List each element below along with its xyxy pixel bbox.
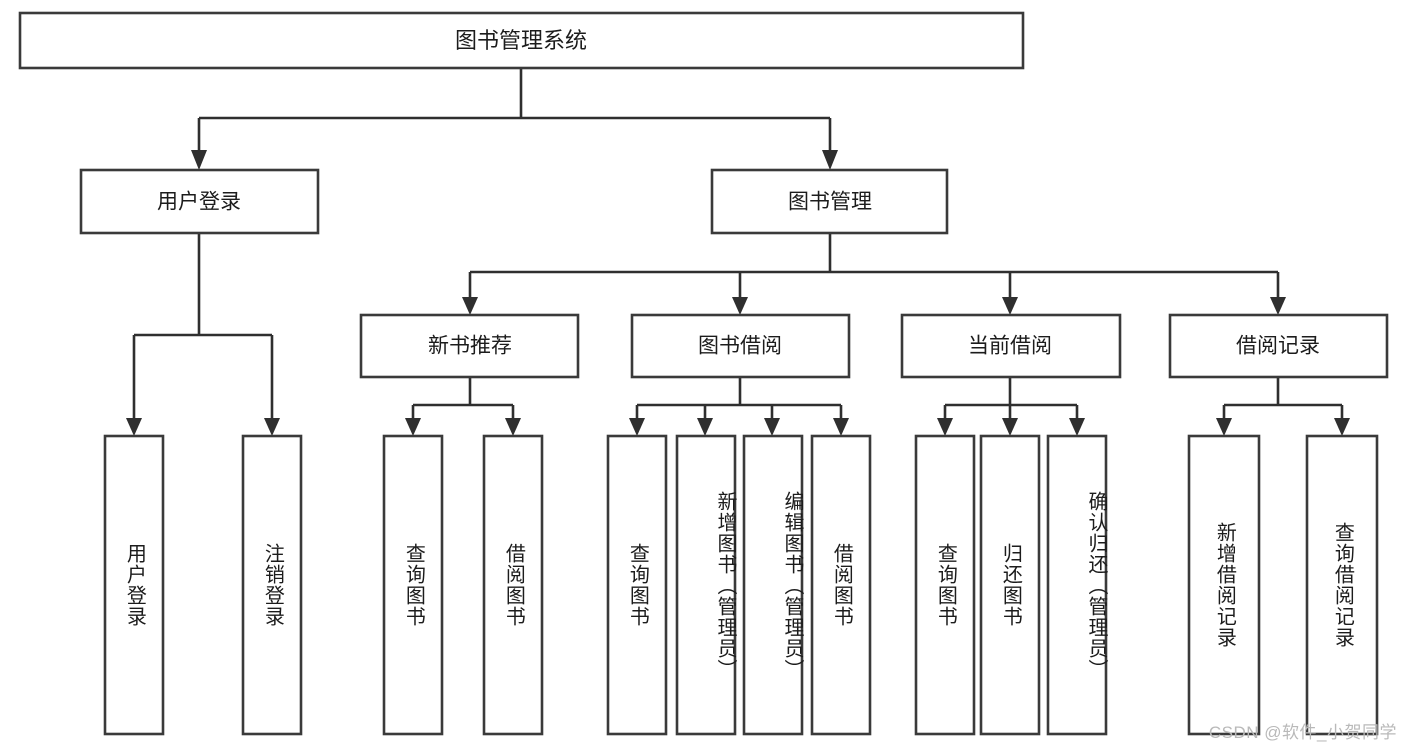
leaf-boxes	[103, 434, 1379, 736]
arrow-head-borrow-leaf-3	[764, 418, 780, 436]
arrow-head-borrow	[732, 297, 748, 315]
node-user-login[interactable]: 用户登录	[79, 168, 320, 235]
arrow-head-record-leaf-2	[1334, 418, 1350, 436]
node-root-label: 图书管理系统	[455, 28, 587, 53]
csdn-watermark: CSDN @软件_小贺同学	[1208, 723, 1397, 742]
leaf-box-record-add[interactable]	[1187, 434, 1261, 736]
arrow-head-login	[191, 150, 207, 170]
node-new-book-recommend-box[interactable]	[359, 313, 580, 379]
arrow-head-newbook-leaf-2	[505, 418, 521, 436]
leaf-box-borrow-lend[interactable]	[810, 434, 872, 736]
leaf-box-current-return[interactable]	[979, 434, 1041, 736]
node-book-borrow[interactable]: 图书借阅	[630, 313, 851, 379]
node-root[interactable]: 图书管理系统	[18, 11, 1025, 70]
arrow-head-login-leaf-2	[264, 418, 280, 436]
arrow-head-borrow-leaf-2	[697, 418, 713, 436]
node-book-management-label: 图书管理	[788, 191, 872, 214]
node-current-borrow-box[interactable]	[900, 313, 1122, 379]
node-new-book-recommend-label: 新书推荐	[428, 335, 512, 358]
connector-group-borrow-leaves	[629, 377, 849, 436]
arrow-head-borrow-leaf-4	[833, 418, 849, 436]
leaf-box-borrow-edit[interactable]	[742, 434, 804, 736]
arrow-head-bookmgmt	[822, 150, 838, 170]
arrow-head-current-leaf-2	[1002, 418, 1018, 436]
node-borrow-record-label: 借阅记录	[1236, 335, 1320, 358]
leaf-box-newbook-query[interactable]	[382, 434, 444, 736]
arrow-head-current	[1002, 297, 1018, 315]
arrow-head-newbook	[462, 297, 478, 315]
node-user-login-label: 用户登录	[157, 191, 241, 214]
node-book-management-box[interactable]	[710, 168, 949, 235]
leaf-box-login-user-login[interactable]	[103, 434, 165, 736]
node-user-login-box[interactable]	[79, 168, 320, 235]
connector-group-bookmgmt	[462, 233, 1286, 315]
arrow-head-record-leaf-1	[1216, 418, 1232, 436]
arrow-head-record	[1270, 297, 1286, 315]
arrow-head-current-leaf-3	[1069, 418, 1085, 436]
node-borrow-record-box[interactable]	[1168, 313, 1389, 379]
leaf-box-login-logout[interactable]	[241, 434, 303, 736]
leaf-box-borrow-query[interactable]	[606, 434, 668, 736]
connector-group-root	[191, 68, 838, 170]
node-current-borrow[interactable]: 当前借阅	[900, 313, 1122, 379]
connector-group-record-leaves	[1216, 377, 1350, 436]
leaf-box-current-query[interactable]	[914, 434, 976, 736]
arrow-head-current-leaf-1	[937, 418, 953, 436]
connector-group-current-leaves	[937, 377, 1085, 436]
node-current-borrow-label: 当前借阅	[968, 335, 1052, 358]
node-book-borrow-box[interactable]	[630, 313, 851, 379]
node-root-box[interactable]	[18, 11, 1025, 70]
leaf-box-record-query[interactable]	[1305, 434, 1379, 736]
node-book-borrow-label: 图书借阅	[698, 335, 782, 358]
connector-group-newbook-leaves	[405, 377, 521, 436]
leaf-box-newbook-borrow[interactable]	[482, 434, 544, 736]
node-borrow-record[interactable]: 借阅记录	[1168, 313, 1389, 379]
arrow-head-newbook-leaf-1	[405, 418, 421, 436]
node-new-book-recommend[interactable]: 新书推荐	[359, 313, 580, 379]
node-book-management[interactable]: 图书管理	[710, 168, 949, 235]
arrow-head-borrow-leaf-1	[629, 418, 645, 436]
arrow-head-login-leaf-1	[126, 418, 142, 436]
leaf-box-current-confirm[interactable]	[1046, 434, 1108, 736]
leaf-box-borrow-add[interactable]	[675, 434, 737, 736]
connector-group-login-leaves	[126, 233, 280, 436]
